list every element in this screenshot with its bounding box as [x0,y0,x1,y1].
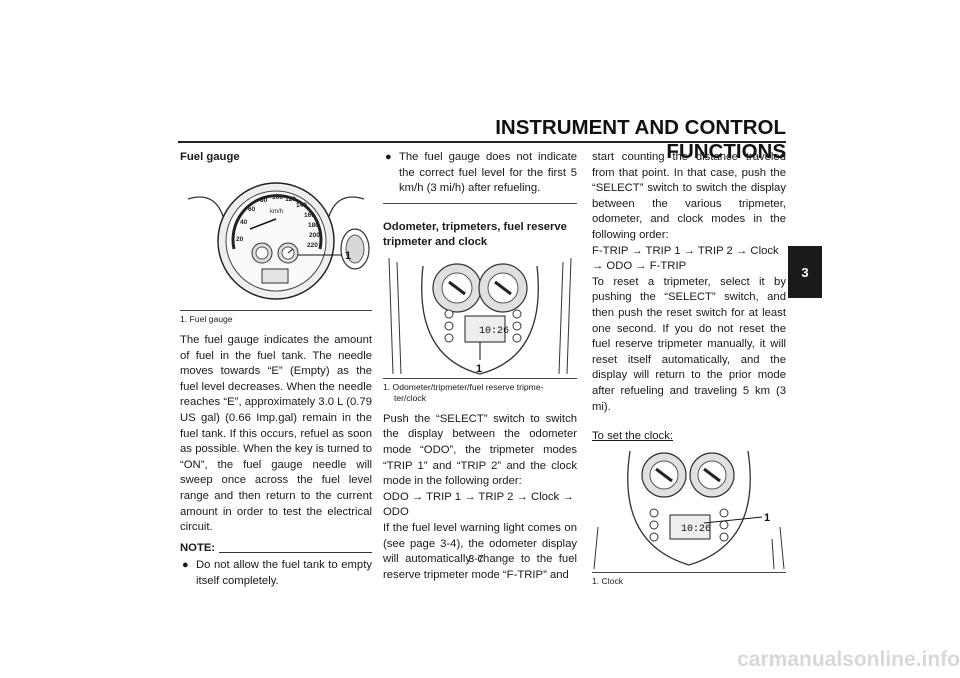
bullet-icon: ● [385,151,392,163]
note-bullet-text: Do not allow the fuel tank to empty itse… [196,559,372,587]
gauge-scale-labels: 20 40 60 80 100 120 140 160 180 200 220 [236,194,320,249]
gauge-unit-label: km/h [270,209,283,215]
gauge-scale-label: 20 [236,236,244,243]
speedometer-illustration: 20 40 60 80 100 120 140 160 180 200 220 … [187,182,370,300]
odometer-caption: 1. Odometer/tripmeter/fuel reserve tripm… [383,382,577,404]
odometer-caption-line1: 1. Odometer/tripmeter/fuel reserve tripm… [383,381,544,392]
odometer-body-1: Push the “SELECT” switch to switch the d… [383,412,577,488]
page-header-title: INSTRUMENT AND CONTROL FUNCTIONS [495,116,786,163]
gauge-scale-label: 100 [272,194,283,201]
note-header: NOTE: [180,541,372,557]
header-rule [178,141,786,143]
odometer-illustration: 10:26 1 [388,257,572,375]
odometer-figure: 10:26 1 [383,256,577,379]
tripmeter-body-1: start counting the distance traveled fro… [592,151,786,241]
gauge-scale-label: 180 [308,222,319,229]
figure-callout-number: 1 [764,512,770,524]
bullet-icon: ● [182,559,189,572]
odometer-display-text: 10:26 [479,326,509,337]
fuel-gauge-note-bullet: ● The fuel gauge does not indicate the c… [383,150,577,197]
tripmeter-body-2: To reset a tripmeter, select it by pushi… [592,275,786,413]
figure-callout-number: 1 [476,363,482,375]
gauge-scale-label: 200 [309,232,320,239]
odometer-caption-line2: ter/clock [394,392,426,403]
set-clock-subheading: To set the clock: [592,430,673,443]
fuel-gauge-note-text: The fuel gauge does not indicate the cor… [399,151,577,195]
gauge-scale-label: 40 [240,219,248,226]
gauge-scale-label: 160 [304,212,315,219]
watermark: carmanualsonline.info [737,648,960,671]
fuel-gauge-description: The fuel gauge indicates the amount of f… [180,334,372,534]
column-2: ● The fuel gauge does not indicate the c… [383,150,577,583]
tripmeter-sequence: F-TRIP → TRIP 1 → TRIP 2 → Clock → ODO →… [592,244,779,273]
fuel-gauge-heading: Fuel gauge [180,151,240,163]
chapter-tab: 3 [788,246,822,298]
note-rule [219,552,372,554]
speed-needle-icon [249,218,277,230]
note-bullet: ● Do not allow the fuel tank to empty it… [180,558,372,589]
fuel-gauge-caption: 1. Fuel gauge [180,314,233,324]
note-end-rule [383,202,577,204]
page-number: 3-7 [468,553,484,565]
odometer-body-2: If the fuel level warning light comes on… [383,521,577,581]
gauge-scale-label: 80 [260,197,268,204]
callout-leader-line [703,516,763,524]
gauge-scale-label: 220 [307,242,318,249]
clock-figure: 10:26 1 [592,447,786,573]
note-label: NOTE: [180,541,216,554]
clock-display-text: 10:26 [681,524,711,535]
odometer-heading: Odometer, tripmeters, fuel reserve tripm… [383,220,567,248]
column-1: Fuel gauge 20 40 60 80 100 120 140 160 1… [180,150,372,590]
fuel-gauge-figure: 20 40 60 80 100 120 140 160 180 200 220 … [180,169,372,311]
odometer-sequence: ODO → TRIP 1 → TRIP 2 → Clock → ODO [383,490,574,519]
clock-illustration: 10:26 1 [593,450,785,569]
figure-callout-number: 1 [345,250,351,262]
gauge-scale-label: 120 [285,196,296,203]
clock-caption: 1. Clock [592,575,624,586]
column-3: start counting the distance traveled fro… [592,150,786,587]
gauge-scale-label: 140 [296,202,307,209]
gauge-scale-label: 60 [248,206,256,213]
